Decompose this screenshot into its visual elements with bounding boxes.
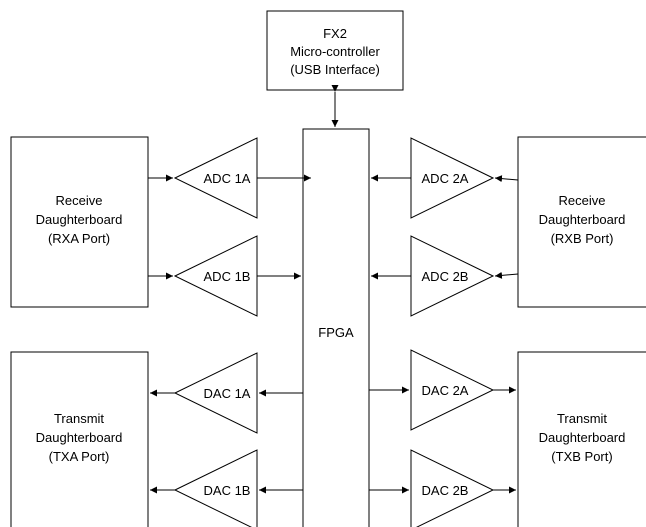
rxa-label-line3: (RXA Port): [48, 231, 110, 246]
adc-2a-label: ADC 2A: [422, 171, 469, 186]
txa-label-line3: (TXA Port): [49, 449, 110, 464]
dac-2b: DAC 2B: [369, 449, 516, 527]
txb-label-line1: Transmit: [557, 411, 607, 426]
adc-2a: ADC 2A: [371, 137, 519, 219]
rxb-daughterboard: Receive Daughterboard (RXB Port): [517, 136, 646, 308]
txa-label-line2: Daughterboard: [36, 430, 123, 445]
adc-1b: ADC 1B: [148, 235, 301, 317]
fx2-label-line2: Micro-controller: [290, 44, 380, 59]
rxa-label-line1: Receive: [56, 193, 103, 208]
adc-1a: ADC 1A: [148, 137, 311, 219]
fx2-label-line1: FX2: [323, 26, 347, 41]
dac-1a-label: DAC 1A: [204, 386, 251, 401]
txb-daughterboard: Transmit Daughterboard (TXB Port): [517, 351, 646, 527]
adc-2b: ADC 2B: [371, 235, 519, 317]
txb-label-line2: Daughterboard: [539, 430, 626, 445]
fpga-block: FPGA: [302, 128, 370, 527]
rxb-to-adc2a-arrow: [494, 175, 519, 183]
rxb-label-line1: Receive: [559, 193, 606, 208]
adc-1b-label: ADC 1B: [204, 269, 251, 284]
dac-2a: DAC 2A: [369, 349, 516, 431]
txb-label-line3: (TXB Port): [551, 449, 612, 464]
adc-1a-label: ADC 1A: [204, 171, 251, 186]
fx2-block: FX2 Micro-controller (USB Interface): [266, 10, 404, 91]
txa-label-line1: Transmit: [54, 411, 104, 426]
dac-1a: DAC 1A: [150, 352, 303, 434]
fpga-label: FPGA: [318, 325, 354, 340]
dac-2b-label: DAC 2B: [422, 483, 469, 498]
rxb-label-line2: Daughterboard: [539, 212, 626, 227]
rxb-label-line3: (RXB Port): [551, 231, 614, 246]
fx2-label-line3: (USB Interface): [290, 62, 380, 77]
txa-daughterboard: Transmit Daughterboard (TXA Port): [10, 351, 149, 527]
dac-1b-label: DAC 1B: [204, 483, 251, 498]
dac-1b: DAC 1B: [150, 449, 303, 527]
rxa-daughterboard: Receive Daughterboard (RXA Port): [10, 136, 149, 308]
rxa-label-line2: Daughterboard: [36, 212, 123, 227]
rxb-to-adc2b-arrow: [494, 271, 519, 279]
adc-2b-label: ADC 2B: [422, 269, 469, 284]
dac-2a-label: DAC 2A: [422, 383, 469, 398]
